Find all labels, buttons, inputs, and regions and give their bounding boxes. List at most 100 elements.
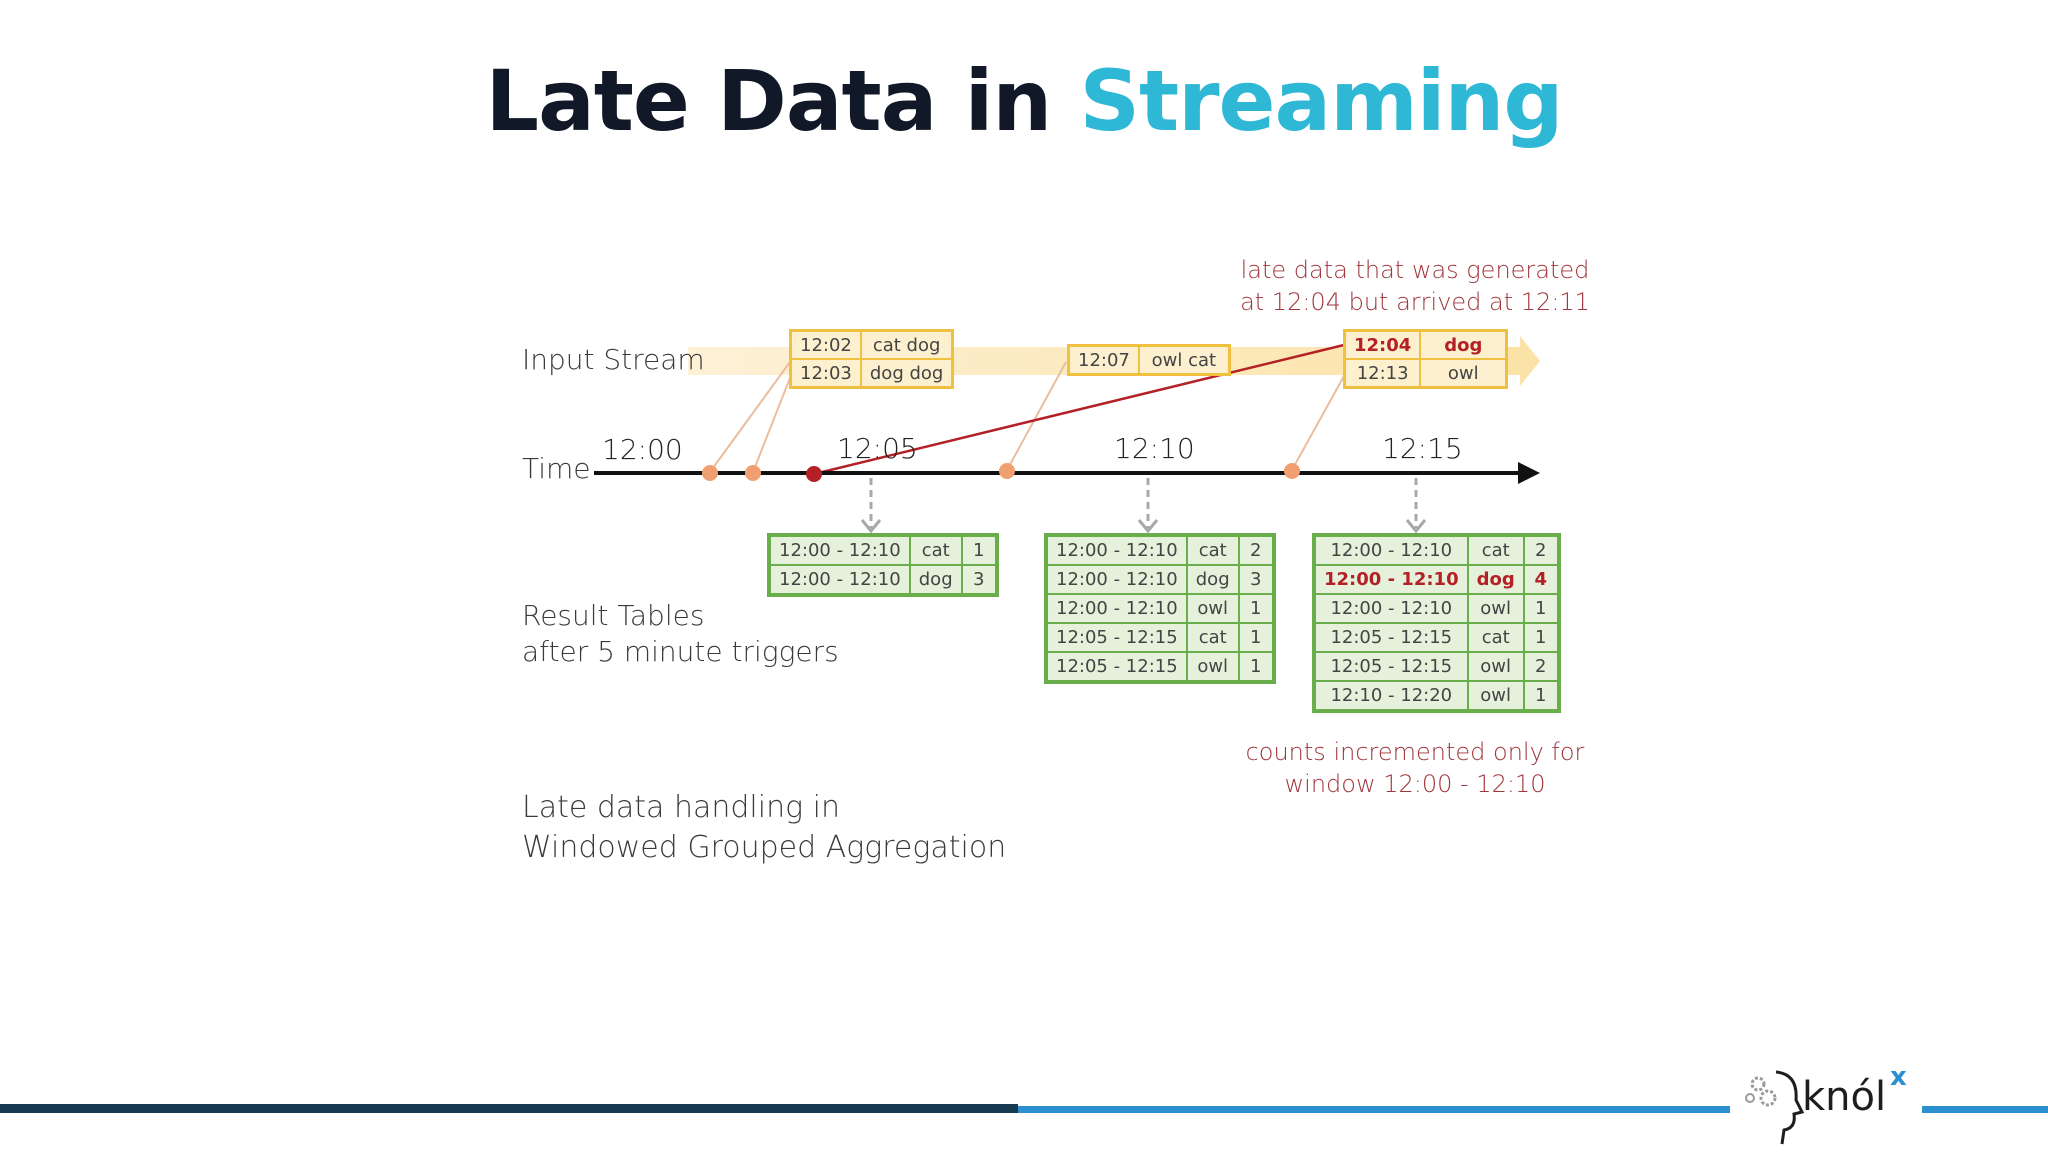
late-data-note: late data that was generated at 12:04 bu… <box>1220 254 1610 318</box>
result-table-3: 12:00 - 12:10 cat 2 12:00 - 12:10 dog 4 … <box>1312 533 1561 713</box>
footer-bar-dark <box>0 1104 1018 1113</box>
counts-note: counts incremented only for window 12:00… <box>1220 736 1610 800</box>
word-cell: cat <box>1185 534 1240 566</box>
connector-line <box>1291 375 1345 471</box>
event-words: dog <box>1419 329 1508 360</box>
late-handling-label: Late data handling in Windowed Grouped A… <box>522 788 1006 868</box>
count-cell: 1 <box>1237 651 1275 683</box>
word-cell: dog <box>908 564 963 596</box>
word-cell: owl <box>1466 680 1525 712</box>
trigger-arrow <box>1137 478 1159 534</box>
table-row: 12:00 - 12:10 owl 1 <box>1045 593 1275 624</box>
input-block-3: 12:04 dog 12:13 owl <box>1343 329 1509 389</box>
tick-label: 12:05 <box>837 432 918 465</box>
table-row: 12:05 - 12:15 owl 2 <box>1313 651 1560 682</box>
event-words: owl <box>1419 358 1508 389</box>
late-note-line-2: at 12:04 but arrived at 12:11 <box>1240 288 1590 316</box>
window-cell: 12:00 - 12:10 <box>1045 564 1188 595</box>
word-cell: cat <box>1185 622 1240 653</box>
word-cell: owl <box>1466 651 1525 682</box>
word-cell: owl <box>1466 593 1525 624</box>
tick-label: 12:15 <box>1382 432 1463 465</box>
counts-note-line-2: window 12:00 - 12:10 <box>1284 770 1546 798</box>
table-row: 12:05 - 12:15 cat 1 <box>1313 622 1560 653</box>
window-cell: 12:05 - 12:15 <box>1045 651 1188 683</box>
input-block-2: 12:07 owl cat <box>1067 344 1231 376</box>
late-note-line-1: late data that was generated <box>1240 256 1590 284</box>
input-event: 12:03 dog dog <box>789 358 954 389</box>
arrival-dot <box>999 463 1015 479</box>
knolx-logo: knól x <box>1730 1052 1922 1152</box>
table-row: 12:00 - 12:10 cat 2 <box>1045 534 1275 566</box>
time-axis <box>594 462 1540 484</box>
arrival-dot <box>702 465 718 481</box>
trigger-arrow <box>860 478 882 534</box>
input-event: 12:02 cat dog <box>789 329 954 360</box>
logo-superscript: x <box>1890 1062 1907 1092</box>
count-cell: 1 <box>1522 680 1560 712</box>
late-handling-line-1: Late data handling in <box>522 790 840 825</box>
window-cell: 12:00 - 12:10 <box>1045 593 1188 624</box>
result-tables-line-1: Result Tables <box>522 599 705 632</box>
table-row: 12:05 - 12:15 owl 1 <box>1045 651 1275 683</box>
window-cell: 12:00 - 12:10 <box>1313 534 1469 566</box>
event-time: 12:02 <box>789 329 862 360</box>
table-row: 12:00 - 12:10 cat 1 <box>768 534 998 566</box>
head-gears-icon <box>1745 1070 1805 1145</box>
count-cell: 2 <box>1237 534 1275 566</box>
trigger-arrow <box>1405 478 1427 534</box>
event-words: cat dog <box>859 329 954 360</box>
window-cell: 12:05 - 12:15 <box>1313 622 1469 653</box>
connector-line <box>752 377 791 473</box>
footer-bar-blue <box>1018 1106 2048 1113</box>
word-cell: dog <box>1185 564 1240 595</box>
title-main: Late Data in <box>485 52 1053 150</box>
count-cell: 3 <box>1237 564 1275 595</box>
logo-text: knól <box>1802 1074 1887 1120</box>
tick-label: 12:10 <box>1114 432 1195 465</box>
window-cell: 12:00 - 12:10 <box>768 534 911 566</box>
count-cell: 4 <box>1522 564 1560 595</box>
result-table-2: 12:00 - 12:10 cat 2 12:00 - 12:10 dog 3 … <box>1044 533 1276 684</box>
table-row: 12:10 - 12:20 owl 1 <box>1313 680 1560 712</box>
event-time: 12:13 <box>1343 358 1422 389</box>
event-time: 12:03 <box>789 358 862 389</box>
event-words: owl cat <box>1137 344 1231 376</box>
arrival-dot <box>745 465 761 481</box>
connector-line <box>1006 361 1067 471</box>
time-label: Time <box>522 452 591 485</box>
window-cell: 12:00 - 12:10 <box>1313 564 1469 595</box>
table-row: 12:00 - 12:10 dog 3 <box>768 564 998 596</box>
input-block-1: 12:02 cat dog 12:03 dog dog <box>789 329 955 389</box>
window-cell: 12:10 - 12:20 <box>1313 680 1469 712</box>
window-cell: 12:05 - 12:15 <box>1313 651 1469 682</box>
late-data-line <box>813 343 1345 476</box>
count-cell: 1 <box>1522 622 1560 653</box>
word-cell: dog <box>1466 564 1525 595</box>
window-cell: 12:00 - 12:10 <box>1045 534 1188 566</box>
count-cell: 1 <box>1237 622 1275 653</box>
tick-label: 12:00 <box>602 433 683 466</box>
count-cell: 2 <box>1522 534 1560 566</box>
event-time: 12:04 <box>1343 329 1422 360</box>
word-cell: cat <box>1466 622 1525 653</box>
connector-line <box>709 361 791 473</box>
result-table-1: 12:00 - 12:10 cat 1 12:00 - 12:10 dog 3 <box>767 533 999 597</box>
window-cell: 12:00 - 12:10 <box>768 564 911 596</box>
table-row: 12:00 - 12:10 owl 1 <box>1313 593 1560 624</box>
word-cell: owl <box>1185 593 1240 624</box>
result-tables-line-2: after 5 minute triggers <box>522 635 839 668</box>
count-cell: 1 <box>960 534 998 566</box>
window-cell: 12:00 - 12:10 <box>1313 593 1469 624</box>
result-tables-label: Result Tables after 5 minute triggers <box>522 598 839 670</box>
word-cell: owl <box>1185 651 1240 683</box>
title-accent: Streaming <box>1079 52 1563 150</box>
counts-note-line-1: counts incremented only for <box>1245 738 1585 766</box>
table-row: 12:00 - 12:10 dog 3 <box>1045 564 1275 595</box>
table-row-highlighted: 12:00 - 12:10 dog 4 <box>1313 564 1560 595</box>
late-handling-line-2: Windowed Grouped Aggregation <box>522 830 1007 865</box>
input-stream-label: Input Stream <box>522 343 705 376</box>
table-row: 12:00 - 12:10 cat 2 <box>1313 534 1560 566</box>
input-event: 12:07 owl cat <box>1067 344 1231 376</box>
arrival-dot <box>1284 463 1300 479</box>
